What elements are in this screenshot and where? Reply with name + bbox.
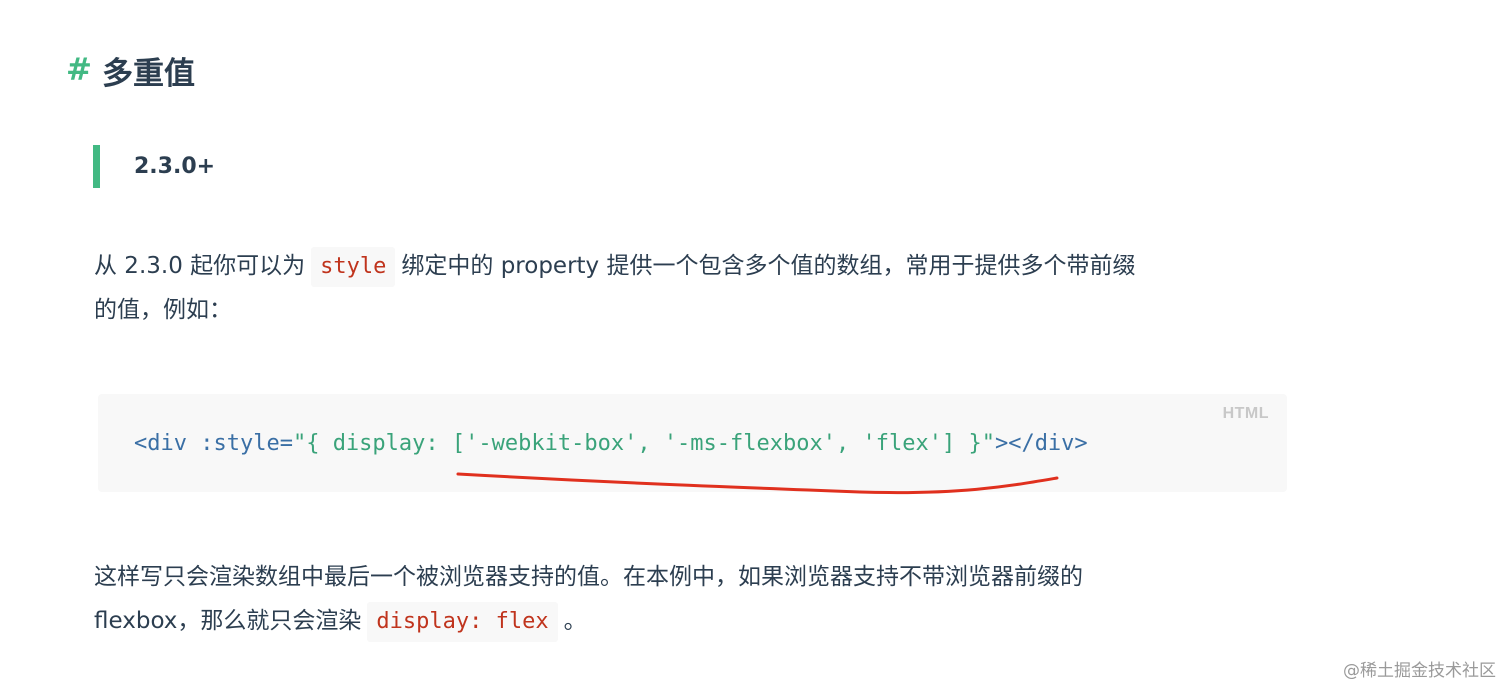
heading-anchor-link[interactable]: # — [66, 52, 92, 88]
code-close-tag: ></div> — [994, 431, 1088, 456]
result-paragraph: 这样写只会渲染数组中最后一个被浏览器支持的值。在本例中，如果浏览器支持不带浏览器… — [94, 555, 1083, 643]
watermark: @稀土掘金技术社区 — [1343, 661, 1496, 681]
code-attribute-value: "{ display: ['-webkit-box', '-ms-flexbox… — [292, 431, 995, 456]
section-heading: # 多重值 — [66, 46, 195, 94]
inline-code-style: style — [311, 246, 396, 287]
code-block: HTML <div :style="{ display: ['-webkit-b… — [98, 394, 1287, 492]
version-tip-text: 2.3.0+ — [134, 154, 216, 179]
heading-title: 多重值 — [101, 55, 195, 92]
code-attribute: :style= — [186, 431, 293, 456]
intro-text-after-code: 绑定中的 property 提供一个包含多个值的数组，常用于提供多个带前缀 — [401, 253, 1136, 279]
code-open-tag: <div — [134, 431, 187, 456]
inline-code-display-flex: display: flex — [367, 601, 558, 642]
intro-line-2: 的值，例如： — [94, 297, 232, 323]
result-line-1: 这样写只会渲染数组中最后一个被浏览器支持的值。在本例中，如果浏览器支持不带浏览器… — [94, 564, 1083, 590]
result-text-after-code: 。 — [563, 608, 587, 634]
intro-text-before-code: 从 2.3.0 起你可以为 — [94, 253, 306, 279]
result-text-before-code: flexbox，那么就只会渲染 — [94, 608, 362, 634]
code-language-label: HTML — [1222, 405, 1269, 422]
code-line: <div :style="{ display: ['-webkit-box', … — [134, 429, 1088, 459]
version-tip: 2.3.0+ — [93, 145, 693, 188]
